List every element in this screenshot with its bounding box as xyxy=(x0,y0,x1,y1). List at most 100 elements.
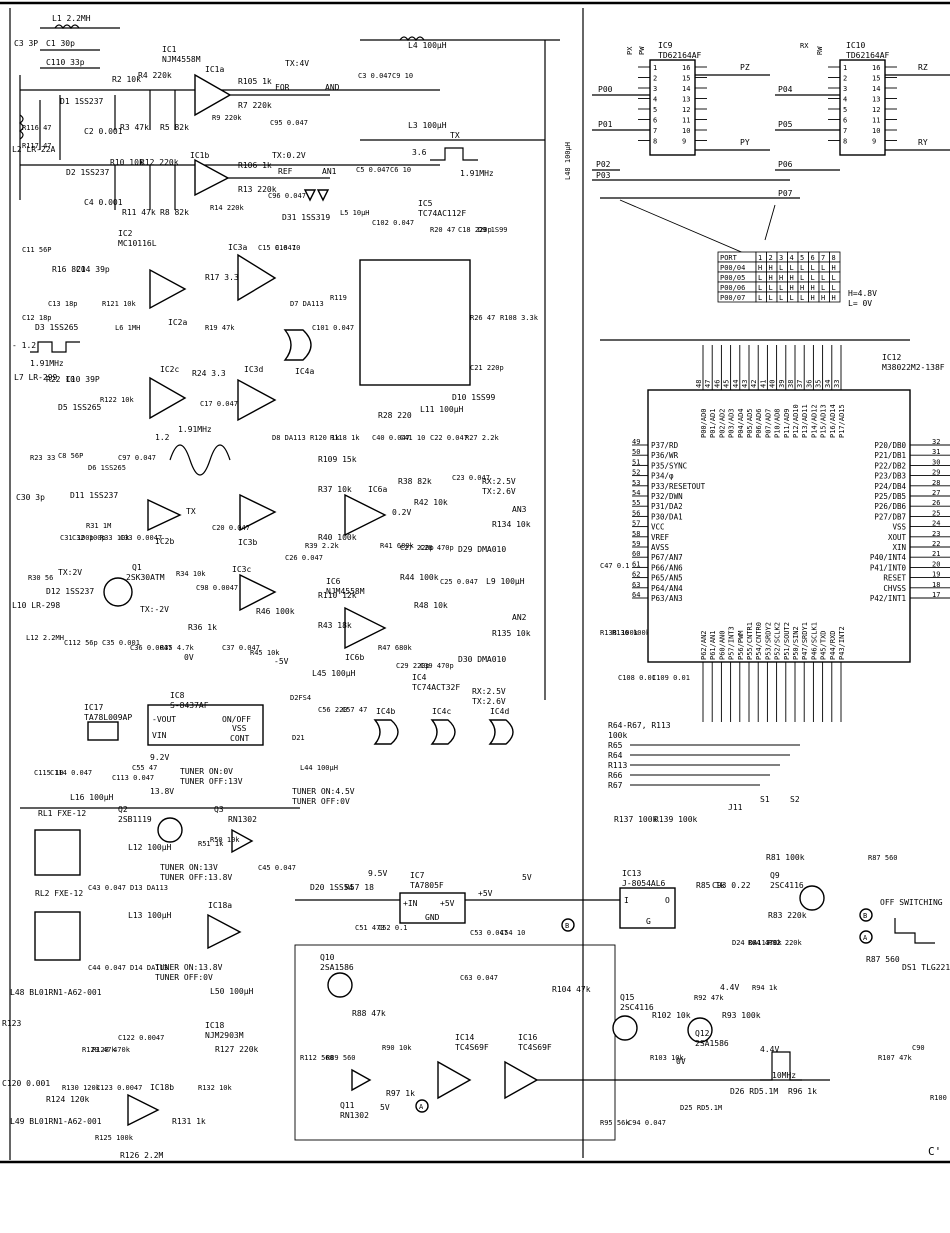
ic12-right-pin-number: 32 xyxy=(932,438,940,446)
r121-label: R121 10k xyxy=(102,300,137,308)
ic12-left-pin-name: P66/AN6 xyxy=(651,563,683,572)
r14-label: R14 220k xyxy=(210,204,245,212)
ic17-ref: IC17 xyxy=(84,703,103,712)
ic12-right-pin-name: P40/INT4 xyxy=(870,553,907,562)
ic4d-or-gate xyxy=(488,719,514,745)
ic4a-or-gate xyxy=(283,329,312,361)
r129-label: R129 47k xyxy=(82,1046,117,1054)
ic12-part: M38022M2-138F xyxy=(882,363,945,372)
c36-label: C36 0.0047 xyxy=(130,644,172,652)
chip-pin-number-right: 12 xyxy=(872,106,880,114)
r93-label: R93 100k xyxy=(722,1011,761,1020)
p07-label: P07 xyxy=(778,189,793,198)
ic12-top-pin-number: 44 xyxy=(732,380,740,388)
c31-label: C31 100p xyxy=(60,534,94,542)
ic3b-comparator xyxy=(239,493,277,532)
ic12-bottom-pin-name: P50/SIN2 xyxy=(792,626,800,660)
rl2-relay xyxy=(34,911,81,961)
r127-label: R127 220k xyxy=(215,1045,259,1054)
c101-label: C101 0.047 xyxy=(312,324,354,332)
ic17-regulator xyxy=(87,721,119,741)
c21-label: C21 220p xyxy=(470,364,504,372)
tuner7-label: TUNER ON:13.8V xyxy=(155,963,223,972)
pw-label: PW xyxy=(638,46,646,55)
ic2b-label: IC2b xyxy=(155,537,174,546)
r64r67-value: 100k xyxy=(608,731,627,740)
ic12-left-pin-name: P31/DA2 xyxy=(651,502,683,511)
l48-label: L48 BL01RN1-A62-001 xyxy=(10,988,102,997)
r119-label: R119 xyxy=(330,294,347,302)
ic2c-label: IC2c xyxy=(160,365,179,374)
c122-label: C122 0.0047 xyxy=(118,1034,164,1042)
p00-label: P00 xyxy=(598,85,613,94)
c11-label: C11 56P xyxy=(22,246,52,254)
ic14-ref: IC14 xyxy=(455,1033,474,1042)
r67-label: R67 xyxy=(608,781,623,790)
for-label: FOR xyxy=(275,83,290,92)
r83-label: R83 220k xyxy=(768,911,807,920)
ic12-left-pin-number: 57 xyxy=(632,520,640,528)
d9-label: D9 1S99 xyxy=(478,226,508,234)
c110-label: C110 33p xyxy=(46,58,85,67)
f10-label: 10MHz xyxy=(772,1071,796,1080)
r66-label: R66 xyxy=(608,771,623,780)
ic12-top-pin-name: P00/AD0 xyxy=(700,408,708,438)
table-value-cell: H xyxy=(758,264,762,272)
p06-label: P06 xyxy=(778,160,793,169)
d13-label: D13 DA113 xyxy=(130,884,168,892)
q10-transistor xyxy=(327,972,353,998)
r117-label: R117 47 xyxy=(22,142,52,150)
table-value-cell: H xyxy=(769,264,773,272)
ic12-top-pin-name: P03/AD3 xyxy=(728,408,736,438)
ic3d-label: IC3d xyxy=(244,365,263,374)
r37-label: R37 10k xyxy=(318,485,352,494)
ic12-left-pin-number: 56 xyxy=(632,509,640,517)
r95-label: R95 56k xyxy=(600,1119,630,1127)
px-label: PX xyxy=(626,46,634,55)
r30-label: R30 56 xyxy=(28,574,53,582)
ic8-part: S-8437AF xyxy=(170,701,209,710)
ic12-top-pin-number: 46 xyxy=(713,380,721,388)
ic12-bottom-pin-name: P45/TXD xyxy=(820,630,828,660)
chip-pin-number-right: 16 xyxy=(872,64,880,72)
c95-label: C95 0.047 xyxy=(270,119,308,127)
ic12-top-pin-name: P06/AD6 xyxy=(755,408,763,438)
r36-label: R36 1k xyxy=(188,623,217,632)
d1-label: D1 1SS237 xyxy=(60,97,104,106)
tx-out-label: TX xyxy=(186,507,196,516)
c23-label: C23 0.047 xyxy=(452,474,490,482)
rx02-label: 0.2V xyxy=(392,508,411,517)
r47-label: R47 680k xyxy=(378,644,413,652)
table-value-cell: L xyxy=(769,294,773,302)
node-b xyxy=(561,918,575,932)
table-value-cell: L xyxy=(779,264,783,272)
tuner4-label: TUNER OFF:0V xyxy=(292,797,350,806)
c3b-label: C3 0.047 xyxy=(358,72,392,80)
ic6b-label: IC6b xyxy=(345,653,364,662)
table-header-cell: 3 xyxy=(779,254,783,262)
ic12-top-pin-number: 35 xyxy=(815,380,823,388)
edge-marker: C' xyxy=(928,1145,941,1158)
r9-label: R9 220k xyxy=(212,114,242,122)
ic12-top-pin-number: 37 xyxy=(796,380,804,388)
ic1-ref: IC1 xyxy=(162,45,177,54)
tx2-label: TX:2V xyxy=(58,568,82,577)
table-header-cell: PORT xyxy=(720,254,738,262)
ic12-bottom-pin-name: P54/CNTR0 xyxy=(755,622,763,660)
q15-part: 2SC4116 xyxy=(620,1003,654,1012)
ic18-part: NJM2903M xyxy=(205,1031,244,1040)
chip-pin-number-left: 8 xyxy=(653,138,657,146)
table-header-cell: 2 xyxy=(769,254,773,262)
node-b-right xyxy=(859,908,873,922)
l7-label: L7 LR-299 xyxy=(14,373,58,382)
tx26-label: TX:2.6V xyxy=(482,487,516,496)
r137-label: R137 100k xyxy=(614,815,658,824)
v5b-label: 5V xyxy=(380,1103,390,1112)
c97-label: C97 0.047 xyxy=(118,454,156,462)
ic12-top-pin-number: 48 xyxy=(695,380,703,388)
ic12-right-pin-name: P41/INT0 xyxy=(870,563,907,572)
table-value-cell: H xyxy=(811,294,815,302)
d7-label: D7 DA113 xyxy=(290,300,324,308)
ic12-right-pin-name: P27/DB7 xyxy=(874,512,906,521)
